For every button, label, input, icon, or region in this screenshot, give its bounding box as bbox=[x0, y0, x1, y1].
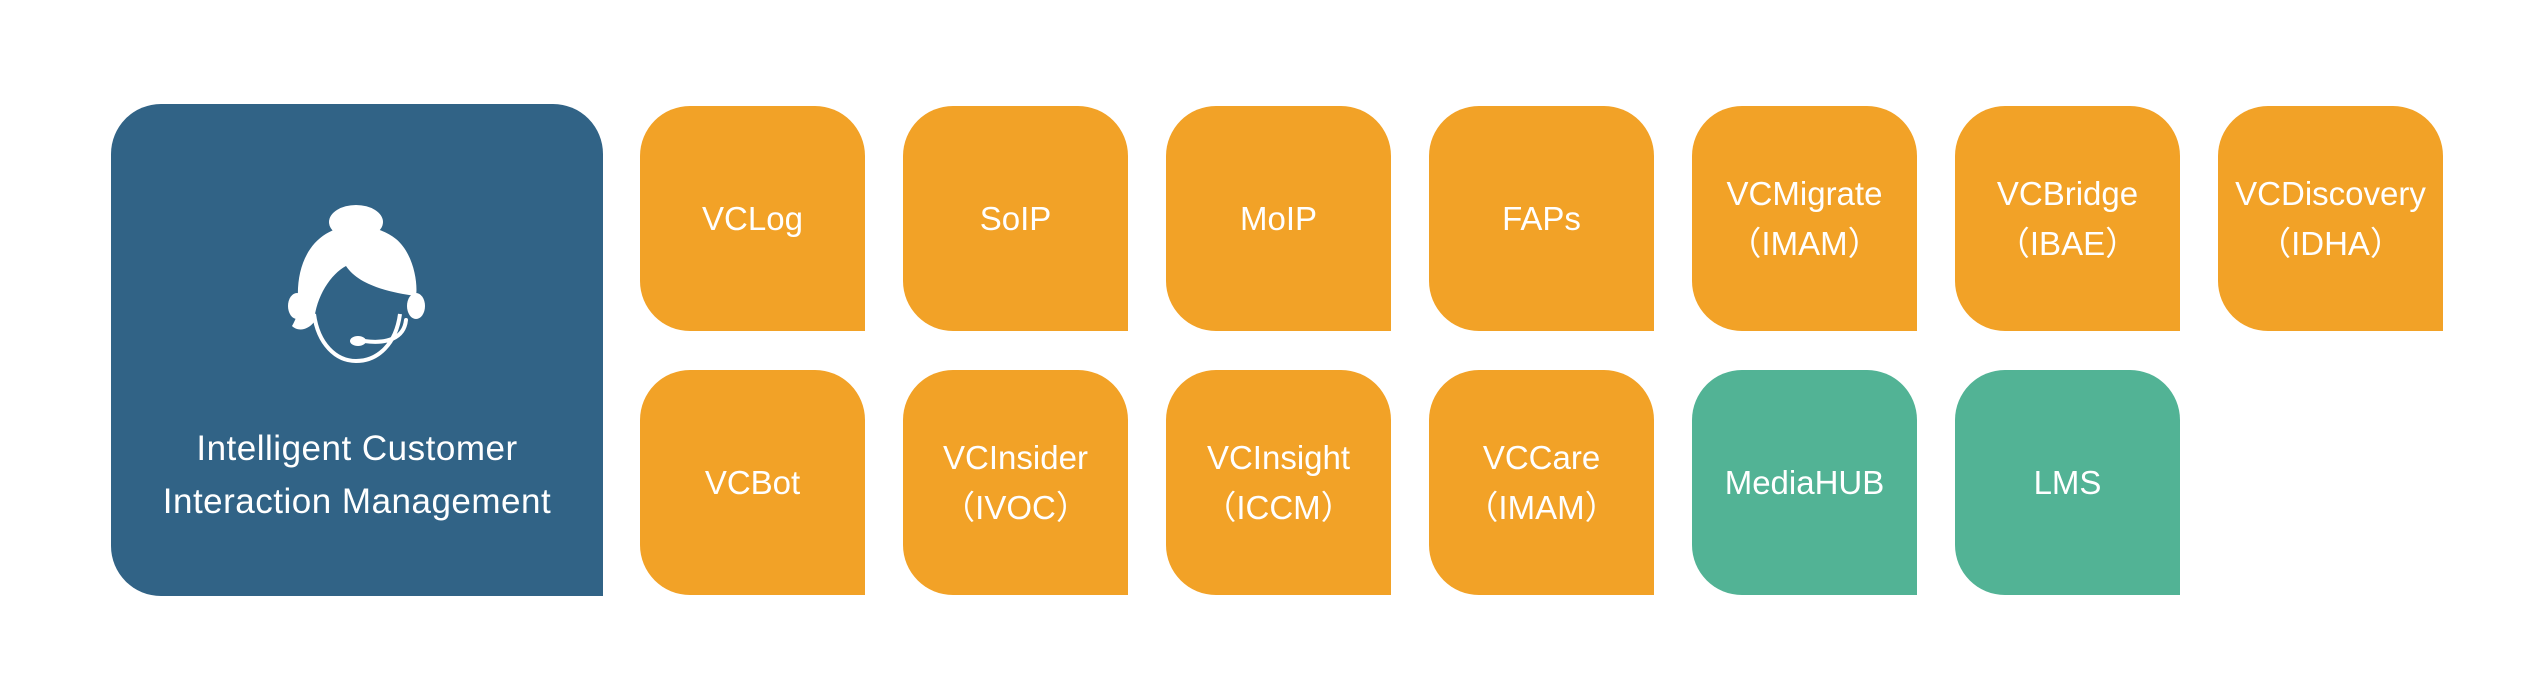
tile-label: VCInsider bbox=[943, 438, 1088, 476]
tile-lms[interactable]: LMS bbox=[1955, 370, 2180, 595]
tile-label: FAPs bbox=[1502, 199, 1581, 237]
hero-title: Intelligent Customer Interaction Managem… bbox=[111, 422, 603, 528]
tile-vcmigrate[interactable]: VCMigrate （IMAM） bbox=[1692, 106, 1917, 331]
tile-label: VCCare bbox=[1482, 438, 1601, 476]
hero-panel: Intelligent Customer Interaction Managem… bbox=[111, 104, 603, 596]
tile-soip[interactable]: SoIP bbox=[903, 106, 1128, 331]
tile-sublabel: （IBAE） bbox=[1996, 224, 2139, 262]
tile-label: LMS bbox=[2033, 463, 2102, 501]
tile-vcbot[interactable]: VCBot bbox=[640, 370, 865, 595]
tile-label: VCBridge bbox=[1996, 174, 2139, 212]
tile-label: VCDiscovery bbox=[2235, 174, 2426, 212]
tile-faps[interactable]: FAPs bbox=[1429, 106, 1654, 331]
tile-vcbridge[interactable]: VCBridge （IBAE） bbox=[1955, 106, 2180, 331]
tile-vclog[interactable]: VCLog bbox=[640, 106, 865, 331]
tile-label: MediaHUB bbox=[1724, 463, 1885, 501]
tile-vcinsider[interactable]: VCInsider （IVOC） bbox=[903, 370, 1128, 595]
hero-title-line2: Interaction Management bbox=[162, 482, 552, 521]
tile-label: SoIP bbox=[979, 199, 1052, 237]
customer-service-agent-icon bbox=[288, 205, 425, 364]
tile-label: VCMigrate bbox=[1726, 174, 1883, 212]
tile-vcdiscovery[interactable]: VCDiscovery （IDHA） bbox=[2218, 106, 2443, 331]
tile-label: VCBot bbox=[704, 463, 801, 501]
tile-sublabel: （IVOC） bbox=[942, 488, 1089, 526]
tile-label: VCInsight bbox=[1206, 438, 1351, 476]
tile-sublabel: （ICCM） bbox=[1203, 488, 1354, 526]
tile-sublabel: （IMAM） bbox=[1465, 488, 1618, 526]
tile-label: VCLog bbox=[702, 199, 803, 237]
tile-sublabel: （IDHA） bbox=[2258, 224, 2403, 262]
tile-label: MoIP bbox=[1239, 199, 1318, 237]
tile-mediahub[interactable]: MediaHUB bbox=[1692, 370, 1917, 595]
tile-vccare[interactable]: VCCare （IMAM） bbox=[1429, 370, 1654, 595]
tile-vcinsight[interactable]: VCInsight （ICCM） bbox=[1166, 370, 1391, 595]
hero-title-line1: Intelligent Customer bbox=[196, 429, 518, 468]
tile-sublabel: （IMAM） bbox=[1728, 224, 1881, 262]
tile-moip[interactable]: MoIP bbox=[1166, 106, 1391, 331]
